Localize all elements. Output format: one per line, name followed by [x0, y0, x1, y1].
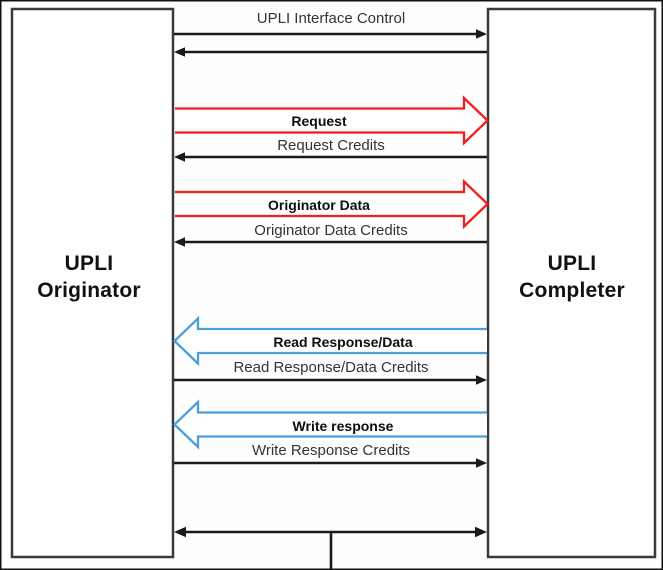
signal-upli-interface-control-right-arrow [174, 29, 487, 39]
signal-write-response-credits-arrow [174, 458, 487, 468]
signal-originator-data-credits-arrow [174, 237, 487, 247]
signal-read-response-data-block-arrow [172, 315, 487, 367]
upli-completer-box [486, 7, 657, 559]
signal-read-response-data-credits-arrow [174, 375, 487, 385]
signal-originator-data-block-arrow [175, 178, 490, 230]
signal-request-credits-arrow [174, 152, 487, 162]
signal-bottom-bidirectional-arrow [174, 526, 487, 570]
upli-originator-box [10, 7, 175, 559]
signal-upli-interface-control-left-arrow [174, 47, 487, 57]
signal-request-block-arrow [175, 95, 490, 146]
signal-write-response-block-arrow [172, 399, 487, 450]
